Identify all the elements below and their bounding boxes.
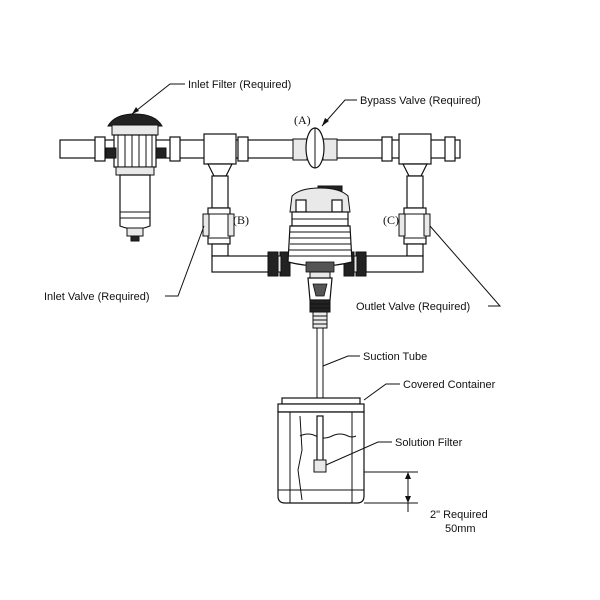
inlet-filter-label: Inlet Filter (Required) xyxy=(188,79,291,91)
covered-container-label: Covered Container xyxy=(403,379,496,391)
lower-pipes xyxy=(211,255,424,273)
valve-tag-c: (C) xyxy=(383,213,399,227)
bypass-valve-label: Bypass Valve (Required) xyxy=(360,95,481,107)
solution-filter-label: Solution Filter xyxy=(395,437,463,449)
required-height-mm-label: 50mm xyxy=(445,523,476,535)
valve-tag-a: (A) xyxy=(294,113,311,127)
leader-lines xyxy=(131,83,502,466)
left-union xyxy=(267,251,291,277)
inlet-filter xyxy=(105,113,167,242)
inlet-valve xyxy=(202,207,235,257)
covered-container xyxy=(277,397,365,504)
left-tee xyxy=(203,133,237,209)
dosing-pump xyxy=(287,185,353,329)
clearance-dimension xyxy=(364,471,418,512)
bypass-valve xyxy=(292,127,338,169)
required-height-label: 2" Required xyxy=(430,509,488,521)
inlet-valve-label: Inlet Valve (Required) xyxy=(44,291,150,303)
outlet-valve-label: Outlet Valve (Required) xyxy=(356,301,470,313)
outlet-valve xyxy=(398,207,431,257)
valve-tag-b: (B) xyxy=(233,213,249,227)
suction-tube-label: Suction Tube xyxy=(363,351,427,363)
right-tee xyxy=(398,133,432,209)
